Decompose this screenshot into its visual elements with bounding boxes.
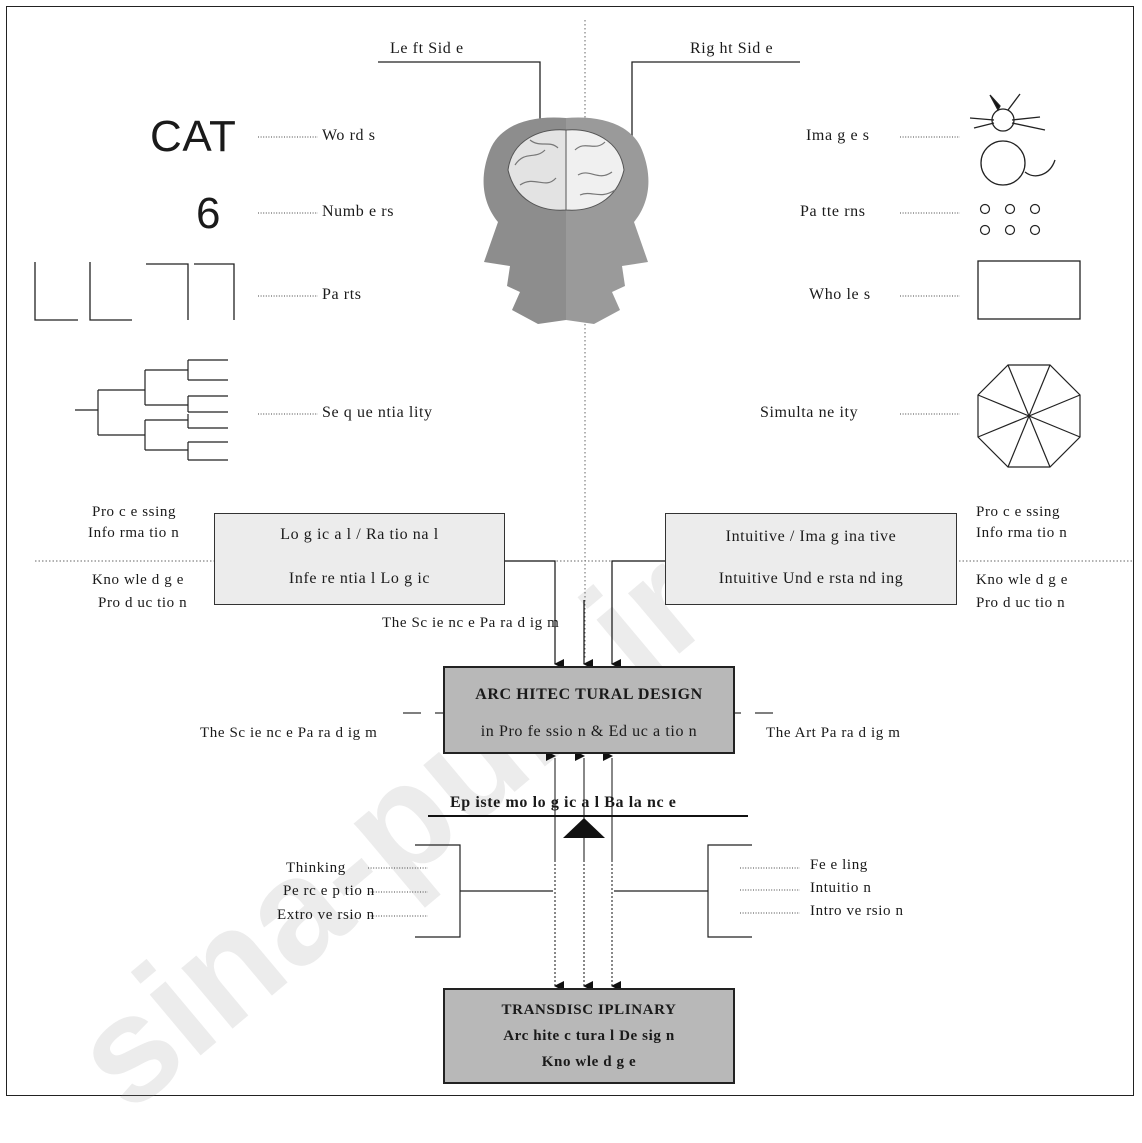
logical-rational-box: Lo g ic a l / Ra tio na l Infe re ntia l…	[214, 513, 505, 605]
left-knowledge-line2: Pro d uc tio n	[98, 595, 187, 612]
profession-education-label: in Pro fe ssio n & Ed uc a tio n	[445, 723, 733, 741]
cat-word-symbol: CAT	[150, 112, 237, 162]
inferential-logic-label: Infe re ntia l Lo g ic	[215, 570, 504, 588]
introversion-label: Intro ve rsio n	[810, 903, 904, 920]
transdisciplinary-line2: Arc hite c tura l De sig n	[445, 1028, 733, 1045]
logical-rational-label: Lo g ic a l / Ra tio na l	[215, 526, 504, 544]
intuitive-imaginative-label: Intuitive / Ima g ina tive	[666, 528, 956, 546]
epistemological-balance-label: Ep iste mo lo g ic a l Ba la nc e	[450, 794, 676, 812]
tree-icon	[75, 360, 228, 460]
right-knowledge-line2: Pro d uc tio n	[976, 595, 1065, 612]
octagon-icon	[978, 365, 1080, 467]
images-label: Ima g e s	[806, 127, 870, 145]
numbers-label: Numb e rs	[322, 203, 394, 221]
diagram-graphics	[0, 0, 1142, 1103]
science-paradigm-left: The Sc ie nc e Pa ra d ig m	[200, 725, 377, 742]
dots-pattern-icon	[981, 205, 1040, 235]
right-side-label: Rig ht Sid e	[690, 40, 773, 58]
intuitive-imaginative-box: Intuitive / Ima g ina tive Intuitive Und…	[665, 513, 957, 605]
intuition-label: Intuitio n	[810, 880, 871, 897]
words-label: Wo rd s	[322, 127, 376, 145]
left-side-label: Le ft Sid e	[390, 40, 464, 58]
sequentiality-label: Se q ue ntia lity	[322, 404, 433, 422]
right-knowledge-line1: Kno wle d g e	[976, 572, 1068, 589]
art-paradigm-label: The Art Pa ra d ig m	[766, 725, 900, 742]
number-six-symbol: 6	[196, 189, 221, 239]
head-icon	[484, 117, 649, 324]
right-processing-line1: Pro c e ssing	[976, 504, 1060, 521]
transdisciplinary-line3: Kno wle d g e	[445, 1054, 733, 1071]
architectural-design-title: ARC HITEC TURAL DESIGN	[445, 686, 733, 704]
extroversion-label: Extro ve rsio n	[277, 907, 375, 924]
patterns-label: Pa tte rns	[800, 203, 866, 221]
architectural-design-box: ARC HITEC TURAL DESIGN in Pro fe ssio n …	[443, 666, 735, 754]
transdisciplinary-box: TRANSDISC IPLINARY Arc hite c tura l De …	[443, 988, 735, 1084]
feeling-label: Fe e ling	[810, 857, 868, 874]
left-processing-line1: Pro c e ssing	[92, 504, 176, 521]
transdisciplinary-line1: TRANSDISC IPLINARY	[445, 1002, 733, 1019]
simultaneity-label: Simulta ne ity	[760, 404, 858, 422]
whole-rectangle-icon	[978, 261, 1080, 319]
left-processing-line2: Info rma tio n	[88, 525, 179, 542]
left-knowledge-line1: Kno wle d g e	[92, 572, 184, 589]
intuitive-understanding-label: Intuitive Und e rsta nd ing	[666, 570, 956, 588]
science-paradigm-top: The Sc ie nc e Pa ra d ig m	[382, 615, 559, 632]
thinking-label: Thinking	[286, 860, 346, 877]
parts-label: Pa rts	[322, 286, 362, 304]
cat-icon	[970, 94, 1055, 185]
wholes-label: Who le s	[809, 286, 871, 304]
parts-icon	[35, 262, 234, 320]
right-side-leader	[632, 62, 800, 182]
right-processing-line2: Info rma tio n	[976, 525, 1067, 542]
perception-label: Pe rc e p tio n	[283, 883, 375, 900]
